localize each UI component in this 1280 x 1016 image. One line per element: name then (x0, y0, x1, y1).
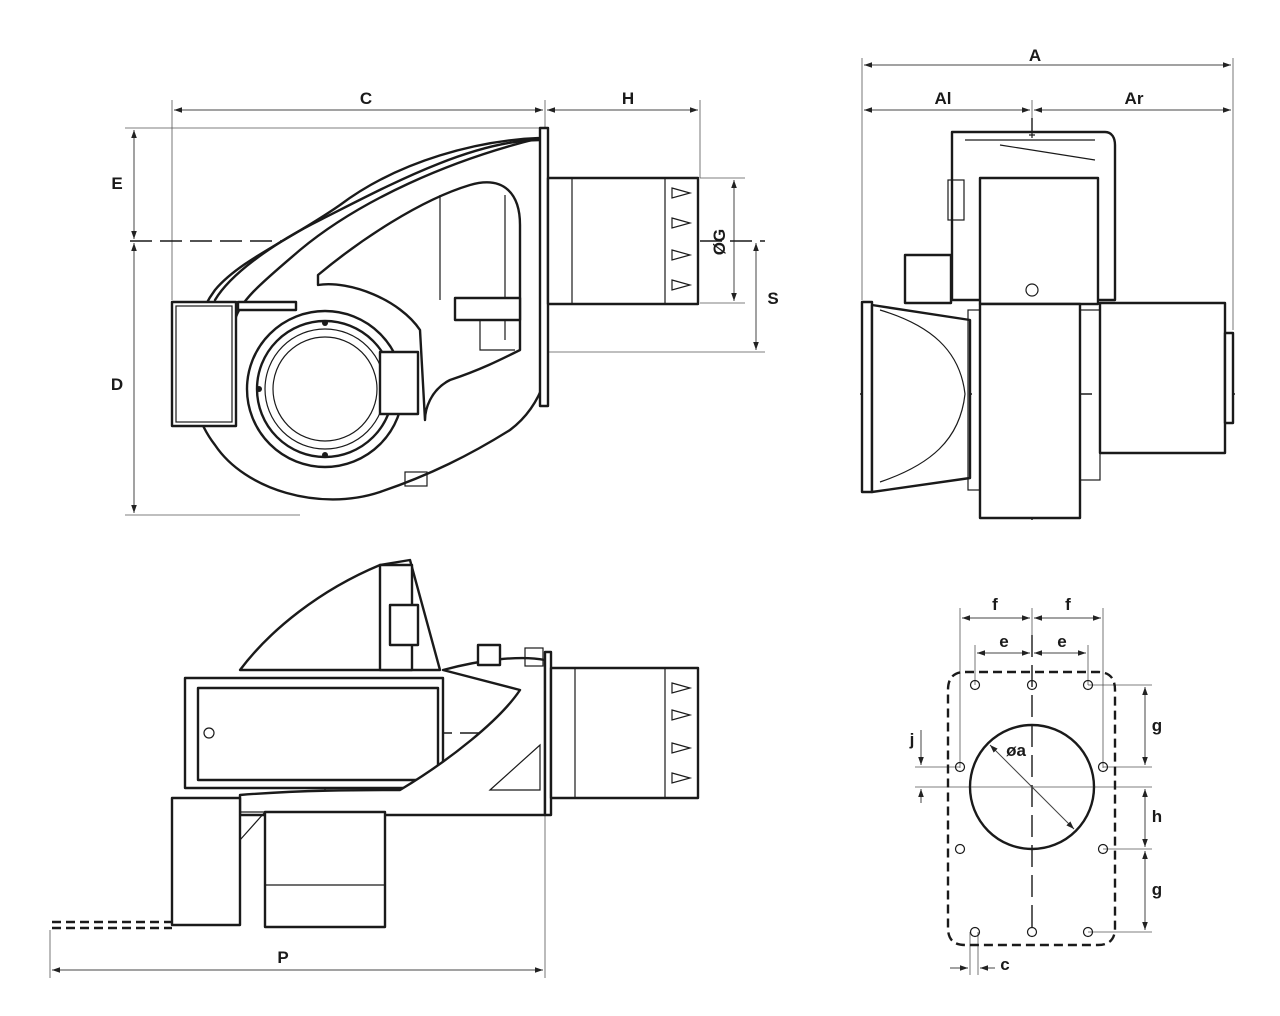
dim-label-a: øa (1006, 741, 1026, 760)
dim-label-Al: Al (935, 89, 952, 108)
bolt-holes (954, 679, 1109, 938)
top-view: P (49, 558, 700, 978)
dim-label-e-right: e (1057, 632, 1066, 651)
dim-label-A: A (1029, 46, 1041, 65)
dim-label-c: c (1000, 955, 1009, 974)
front-view: A Al Ar (860, 46, 1235, 520)
dim-label-H: H (622, 89, 634, 108)
dim-label-j: j (909, 730, 915, 749)
tube-vent-slots-top (671, 682, 693, 784)
dim-label-G: ØG (710, 229, 729, 255)
dim-label-C: C (360, 89, 372, 108)
dim-label-P: P (277, 948, 288, 967)
flange-view: f f e e g h g j c (909, 595, 1162, 975)
side-view: C H E D ØG S (111, 89, 779, 516)
dim-label-D: D (111, 375, 123, 394)
dim-label-h: h (1152, 807, 1162, 826)
dim-label-f-left: f (992, 595, 998, 614)
dim-label-Ar: Ar (1125, 89, 1144, 108)
dim-label-f-right: f (1065, 595, 1071, 614)
dim-label-e-left: e (999, 632, 1008, 651)
dim-label-E: E (111, 174, 122, 193)
dim-label-S: S (767, 289, 778, 308)
tube-vent-slots (671, 187, 693, 291)
dim-label-g-top: g (1152, 716, 1162, 735)
dim-label-g-bottom: g (1152, 880, 1162, 899)
